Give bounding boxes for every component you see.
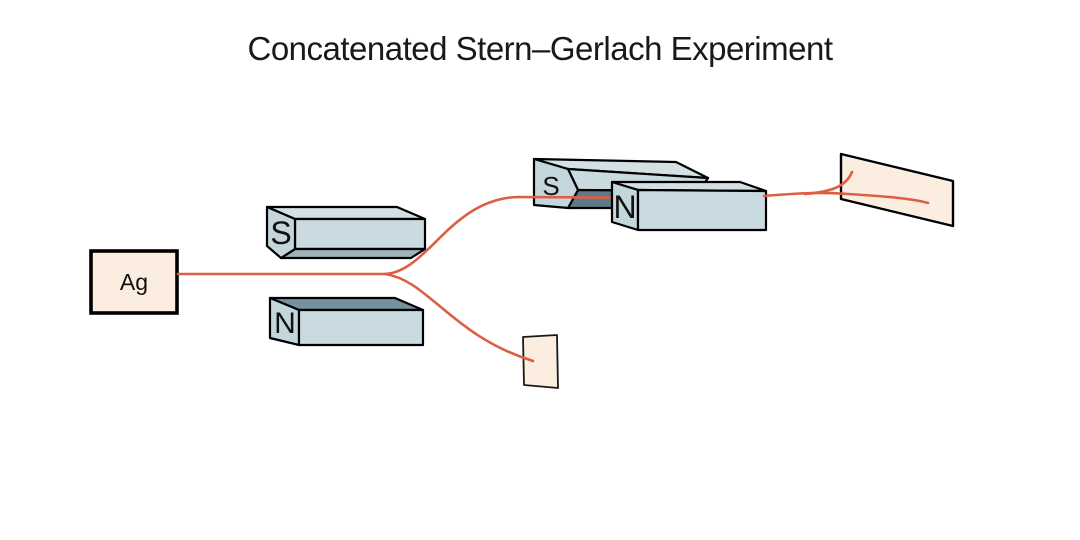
beam-lower-branch <box>383 272 535 363</box>
detector-screen-right <box>839 152 955 228</box>
sg1-s-end-face <box>265 205 297 260</box>
detector-screen-lower <box>522 334 559 389</box>
beam-exit-up-trace <box>803 170 854 196</box>
sg1-s-label: S <box>270 215 291 251</box>
beam-upper-branch <box>383 195 702 276</box>
silver-source: Ag <box>89 249 179 315</box>
sg1-s-magnet: S <box>265 205 427 260</box>
sg1-n-label: N <box>274 307 296 340</box>
sg1-n-magnet: N <box>268 296 425 347</box>
silver-source-box <box>89 249 179 315</box>
sg2-n-label: N <box>613 189 636 225</box>
beam-exit-straight-trace <box>762 191 930 205</box>
sg2-n-magnet: N <box>610 180 768 232</box>
silver-source-label: Ag <box>120 269 148 295</box>
sg1-s-front-face <box>293 217 427 251</box>
sg1-n-front-face <box>297 308 425 347</box>
sg1-s-knife-wedge <box>279 247 427 260</box>
sg2-n-front-face <box>636 188 768 232</box>
page-title: Concatenated Stern–Gerlach Experiment <box>247 30 833 67</box>
sg2-s-label: S <box>542 171 559 201</box>
